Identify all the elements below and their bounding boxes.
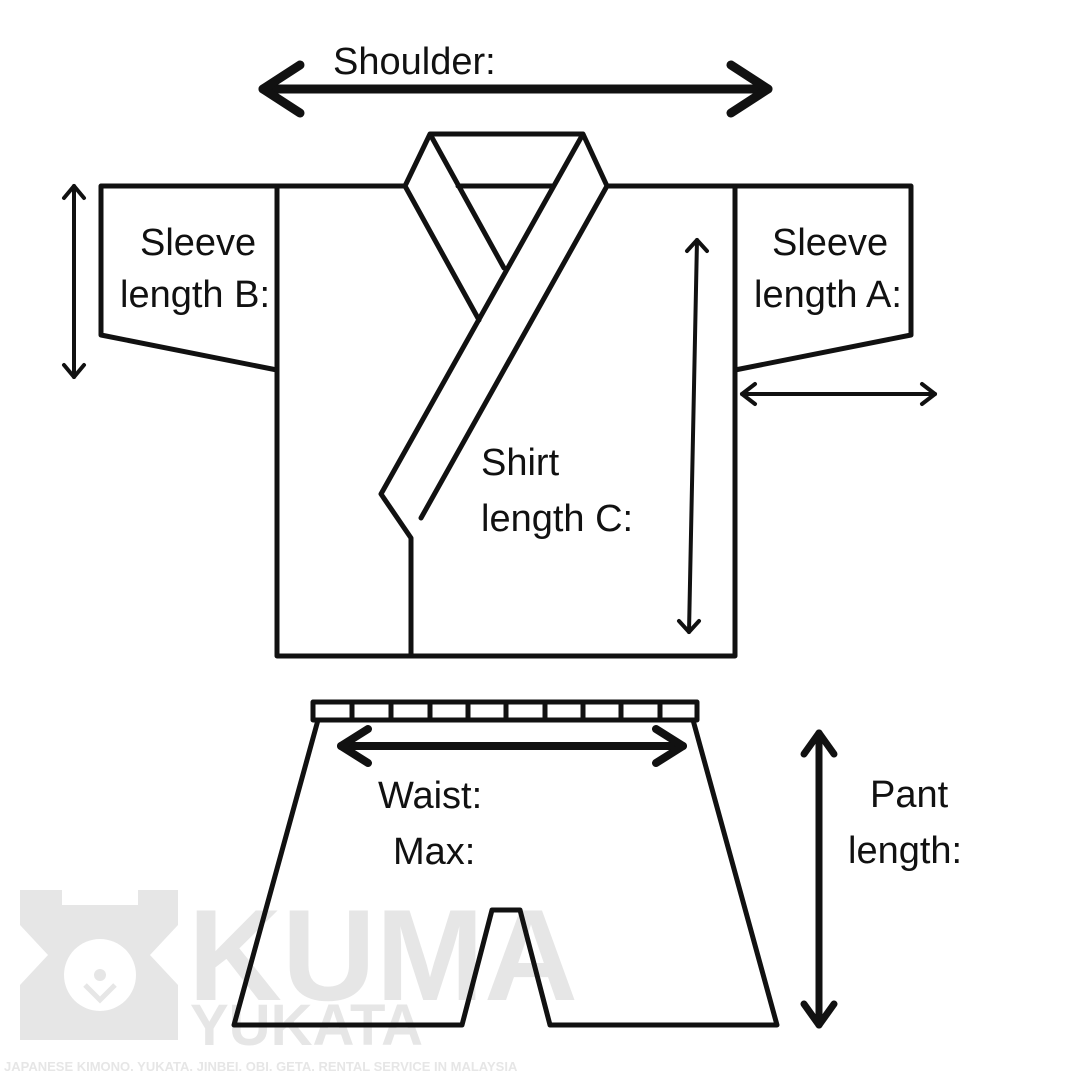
waist-arrow xyxy=(337,725,687,767)
waist-label: Waist: xyxy=(378,775,483,817)
pant-label-line1: Pant xyxy=(870,774,949,816)
shirt-label-line2: length C: xyxy=(481,498,634,540)
sleeve-a-label: Sleeve length A: xyxy=(754,217,902,321)
shirt-body xyxy=(274,183,738,659)
sleeve-a-arrow xyxy=(740,382,937,406)
shirt-length-label: Shirt length C: xyxy=(481,435,633,547)
shirt-label-line1: Shirt xyxy=(481,442,560,484)
shoulder-label: Shoulder: xyxy=(333,41,496,83)
shirt-collar xyxy=(378,131,610,659)
pant-length-arrow xyxy=(800,729,838,1029)
sleeve-left xyxy=(98,183,280,373)
sleeve-right xyxy=(732,183,914,373)
max-label: Max: xyxy=(393,831,476,873)
sleeve-b-label-line1: Sleeve xyxy=(140,222,257,264)
pants-waistband xyxy=(310,699,700,723)
bear-icon xyxy=(20,890,178,1040)
sleeve-b-label: Sleeve length B: xyxy=(120,217,270,321)
kuma-yukata-watermark: KUMA YUKATA JAPANESE KIMONO. YUKATA. JIN… xyxy=(4,882,578,1074)
sleeve-b-label-line2: length B: xyxy=(120,274,270,316)
pants-body xyxy=(231,717,780,1028)
watermark-tagline: JAPANESE KIMONO. YUKATA. JINBEI. OBI. GE… xyxy=(4,1059,518,1074)
sleeve-a-label-line1: Sleeve xyxy=(772,222,889,264)
sleeve-b-arrow xyxy=(62,184,86,379)
pant-label-line2: length: xyxy=(848,830,963,872)
shirt-length-arrow xyxy=(677,238,709,634)
sleeve-a-label-line2: length A: xyxy=(754,274,902,316)
pant-length-label: Pant length: xyxy=(848,767,962,879)
shoulder-arrow xyxy=(258,60,773,118)
